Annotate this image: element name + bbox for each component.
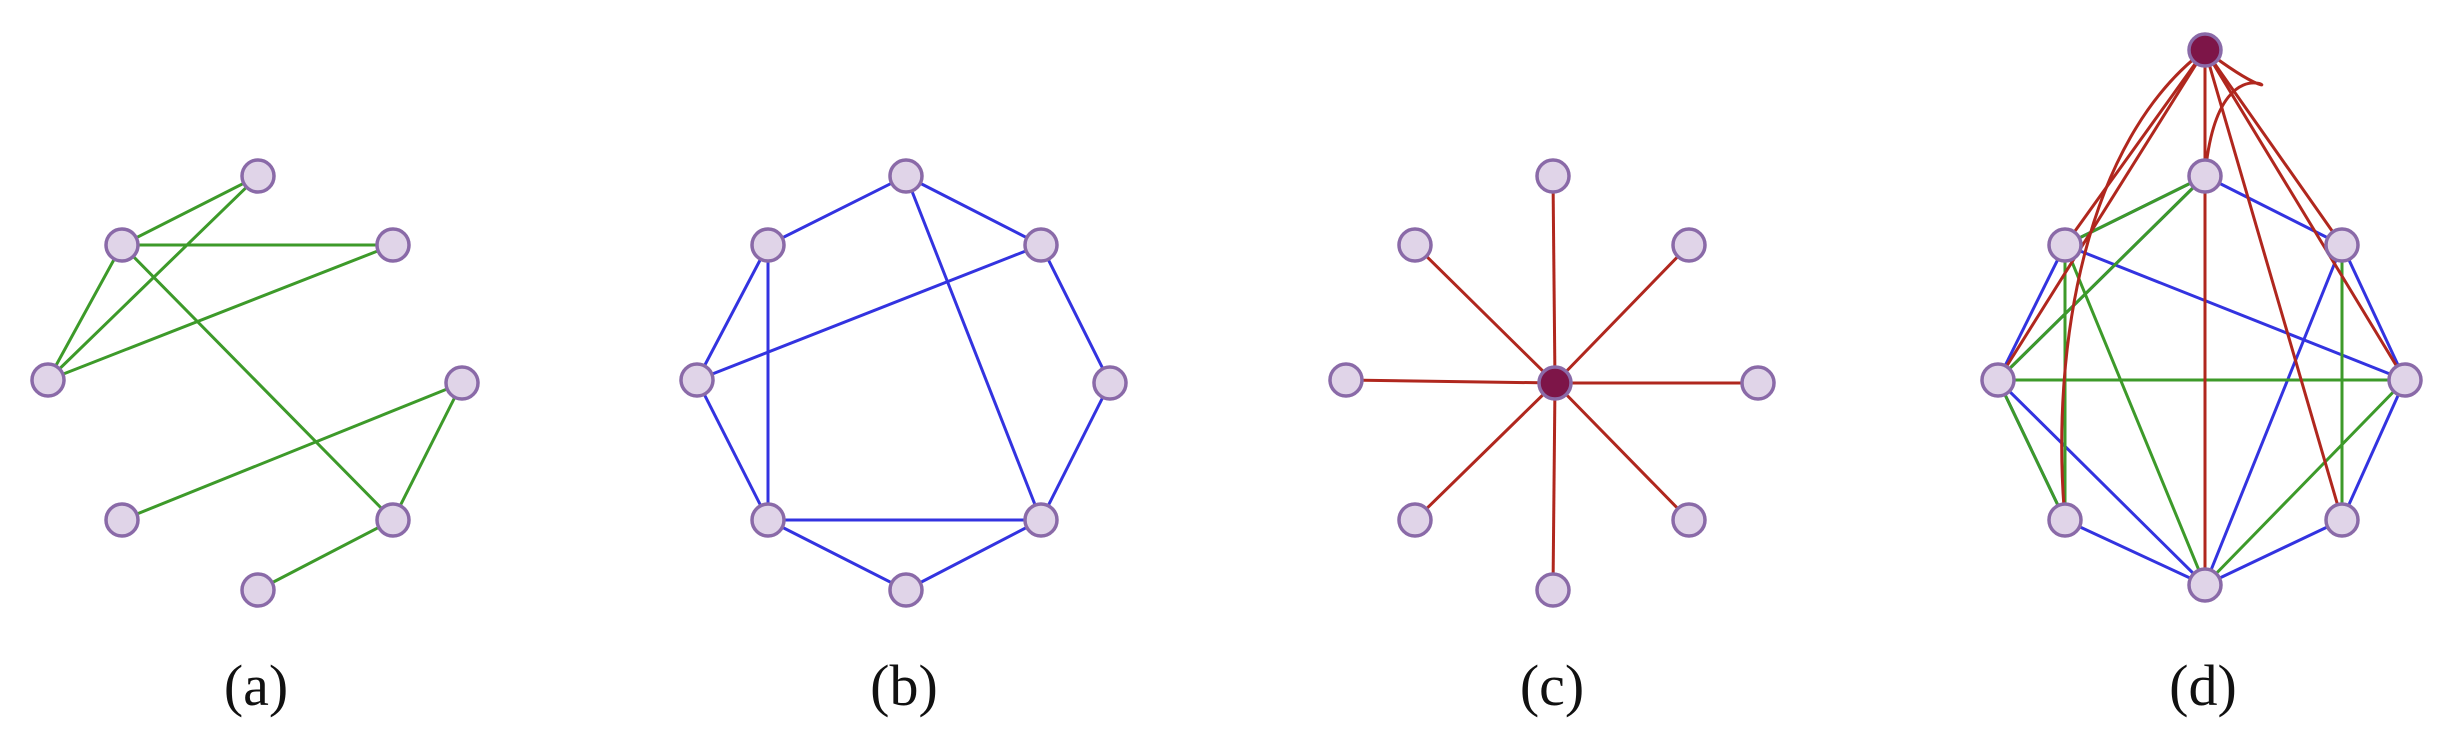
panel-a-edge-n1-n3 (46, 174, 260, 382)
panel-c-node-n8 (1397, 227, 1433, 263)
panel-b-node-n2 (750, 227, 786, 263)
panel-a-node-n3 (240, 158, 276, 194)
panel-b-edge-n1-n2 (695, 244, 770, 381)
panel-d-edge-n1-n4 (2064, 243, 2406, 382)
panel-d-edge-h-n4 (2203, 49, 2407, 381)
panel-a-node-n5 (444, 365, 480, 401)
panel-c-edge-h-n8 (1413, 243, 1557, 385)
panel-a-node-n2 (104, 227, 140, 263)
panel-d-node-n1 (2047, 227, 2083, 263)
panel-a-node-n7 (240, 572, 276, 608)
panel-d-edge-h-n5 (2203, 49, 2344, 521)
panel-d-edge-n3-n4 (2340, 244, 2407, 381)
panel-d-node-n3 (2324, 227, 2360, 263)
panel-d-edge-n4-n5 (2340, 379, 2407, 521)
panel-d-node-n2 (2187, 158, 2223, 194)
panel-b-nodes (679, 158, 1128, 608)
panel-a-edge-n1-n4 (47, 243, 394, 382)
panel-b-node-n6 (1023, 502, 1059, 538)
panel-c-node-n5 (1535, 572, 1571, 608)
panel-d-edge-n8-n2 (1996, 174, 2207, 382)
panel-d-edge-n8-n7 (1996, 379, 2067, 521)
panel-b-node-n5 (1092, 365, 1128, 401)
panel-d-node-n4 (2387, 362, 2423, 398)
panel-b-edge-n1-n4 (696, 243, 1042, 382)
panel-a-node-n4 (375, 227, 411, 263)
panel-b-edge-n8-n1 (695, 379, 770, 521)
panel-a-node-n1 (30, 362, 66, 398)
panel-b-edge-n3-n4 (905, 174, 1042, 247)
panel-d-node-n7 (2047, 502, 2083, 538)
panel-a-edge-n6-n7 (257, 518, 394, 592)
panel-c: (c) (1328, 158, 1776, 718)
panel-c-edges (1345, 175, 1758, 591)
panel-c-edge-h-n7 (1345, 378, 1556, 385)
panel-d-edges (1996, 48, 2407, 587)
panel-d-edge-n4-n6 (2203, 378, 2407, 587)
panel-b-edge-n5-n6 (1039, 382, 1112, 521)
panel-c-node-n1 (1535, 158, 1571, 194)
panel-a-edge-n2-n3 (121, 174, 259, 247)
panel-d-edge-n2-n3 (2204, 174, 2343, 247)
panel-a-edge-n2-n1 (46, 244, 124, 381)
panel-d-node-n6 (2187, 567, 2223, 603)
panel-d-node-h (2187, 32, 2223, 68)
panel-d-edge-n8-n6 (1996, 378, 2207, 587)
panel-a-nodes (30, 158, 480, 608)
panel-b-node-n3 (888, 158, 924, 194)
panel-d-edge-n1-n6 (2063, 244, 2207, 586)
panel-b-edge-n3-n6 (904, 175, 1043, 521)
panel-c-node-n2 (1671, 227, 1707, 263)
panel-b-edge-n2-n3 (767, 174, 907, 247)
panel-d-node-n5 (2324, 502, 2360, 538)
panel-d-edge-n1-n2 (2064, 174, 2206, 247)
panel-d-node-n8 (1980, 362, 2016, 398)
panel-b-node-n8 (750, 502, 786, 538)
panel-d-edge-h-n8 (1996, 49, 2207, 381)
panel-b-node-n1 (679, 362, 715, 398)
panel-b-edges (695, 174, 1112, 592)
panel-b-node-n7 (888, 572, 924, 608)
panel-c-node-n3 (1740, 365, 1776, 401)
panel-d-caption: (d) (2169, 653, 2237, 718)
panel-b-node-n4 (1023, 227, 1059, 263)
panel-c-edge-h-n5 (1551, 382, 1557, 591)
panel-b-edge-n7-n8 (767, 518, 907, 592)
panel-c-node-n4 (1671, 502, 1707, 538)
panel-c-edge-h-n4 (1553, 381, 1691, 522)
panel-c-nodes (1328, 158, 1776, 608)
panel-b-edge-n6-n7 (905, 518, 1042, 592)
panel-d-edge-h-n3 (2203, 49, 2344, 246)
panel-c-node-n7 (1328, 362, 1364, 398)
panel-d-edge-h-n7 (2060, 48, 2206, 521)
panel-b-caption: (b) (870, 653, 938, 718)
panel-c-caption: (c) (1520, 653, 1584, 718)
panel-d-nodes (1980, 32, 2423, 603)
panel-b: (b) (679, 158, 1128, 718)
panel-d-edge-n6-n7 (2064, 518, 2206, 587)
panel-c-node-n6 (1397, 502, 1433, 538)
panel-a-edge-n5-n6 (391, 382, 464, 521)
panel-d-edge-n5-n6 (2204, 518, 2343, 587)
panel-c-node-h (1537, 365, 1573, 401)
panel-d: (d) (1980, 32, 2423, 718)
panel-c-edge-h-n6 (1413, 381, 1557, 522)
panel-a-node-n8 (104, 502, 140, 538)
panel-b-edge-n4-n5 (1039, 244, 1112, 384)
panel-a-node-n6 (375, 502, 411, 538)
panel-c-edge-h-n2 (1553, 243, 1691, 385)
panel-c-edge-h-n1 (1551, 175, 1557, 384)
panel-a-edges (46, 174, 464, 592)
panel-d-edge-h-n1 (2063, 49, 2207, 246)
panel-a: (a) (30, 158, 480, 718)
panel-d-edge-n3-n6 (2203, 244, 2344, 586)
panel-d-edge-n8-n1 (1996, 244, 2067, 381)
panel-d-edge-h-n2 (2203, 48, 2264, 177)
panel-a-edge-n2-n6 (120, 243, 395, 522)
panel-a-edge-n5-n8 (121, 381, 463, 522)
panel-a-caption: (a) (224, 653, 288, 718)
